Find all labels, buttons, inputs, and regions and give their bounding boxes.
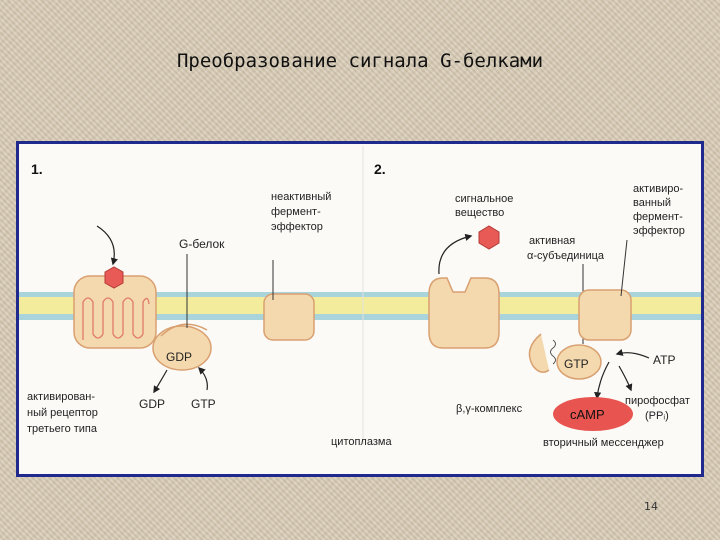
- beta-gamma-complex: [528, 333, 550, 373]
- panel2-number: 2.: [374, 161, 386, 177]
- g-protein-cap: [160, 323, 208, 337]
- signal-label: сигнальное вещество: [455, 193, 516, 219]
- g-protein-body: [152, 325, 212, 371]
- g-protein-label: G-белок: [179, 237, 225, 251]
- gdp-release-arrow: [153, 369, 168, 394]
- g-protein-diagram: 1. GDP G-белок GDP GTP активирован- ный …: [19, 146, 701, 449]
- free-signal-molecule: [478, 225, 500, 250]
- figure-frame: 1. GDP G-белок GDP GTP активирован- ный …: [16, 141, 704, 477]
- gtp-binding-arrow: [197, 366, 208, 391]
- receptor-transmembrane-loops: [82, 297, 150, 340]
- cytoplasm-label: цитоплазма: [331, 436, 392, 448]
- camp-arrow: [594, 361, 610, 400]
- atp-arrow: [615, 348, 650, 359]
- active-effector-label: активиро- ванный фермент- эффектор: [633, 183, 686, 237]
- active-effector-pointer: [620, 239, 628, 297]
- empty-receptor: [428, 277, 500, 349]
- alpha-gtp: GTP: [564, 357, 589, 371]
- inactive-effector-label: неактивный фермент- эффектор: [271, 191, 334, 233]
- camp-molecule: [553, 397, 633, 431]
- inactive-effector: [263, 293, 315, 341]
- pyrophosphate-label: пирофосфат (PPᵢ): [625, 395, 693, 422]
- gdp-label: GDP: [139, 397, 165, 411]
- second-messenger-label: вторичный мессенджер: [543, 437, 664, 449]
- beta-gamma-squiggle: [550, 339, 556, 365]
- membrane-outer-edge: [19, 292, 701, 298]
- beta-gamma-label: β,γ-комплекс: [456, 403, 523, 415]
- receptor-label: активирован- ный рецептор третьего типа: [27, 391, 101, 435]
- bound-signal-molecule: [104, 266, 124, 289]
- cell-membrane: [19, 297, 701, 315]
- signal-arrow-1: [96, 225, 118, 266]
- gtp-label: GTP: [191, 397, 216, 411]
- atp-label: ATP: [653, 353, 675, 367]
- slide-title: Преобразование сигнала G-белками: [176, 50, 544, 72]
- active-effector: [578, 289, 632, 341]
- alpha-subunit: [556, 344, 602, 380]
- signal-release-arrow: [438, 233, 473, 275]
- alpha-subunit-label: активная α-субъединица: [527, 235, 605, 262]
- camp-label: cAMP: [570, 407, 605, 422]
- ppi-arrow: [618, 365, 633, 392]
- membrane-inner-edge: [19, 314, 701, 320]
- panel1-number: 1.: [31, 161, 43, 177]
- g-protein-gdp: GDP: [166, 350, 192, 364]
- page-number: 14: [644, 500, 658, 513]
